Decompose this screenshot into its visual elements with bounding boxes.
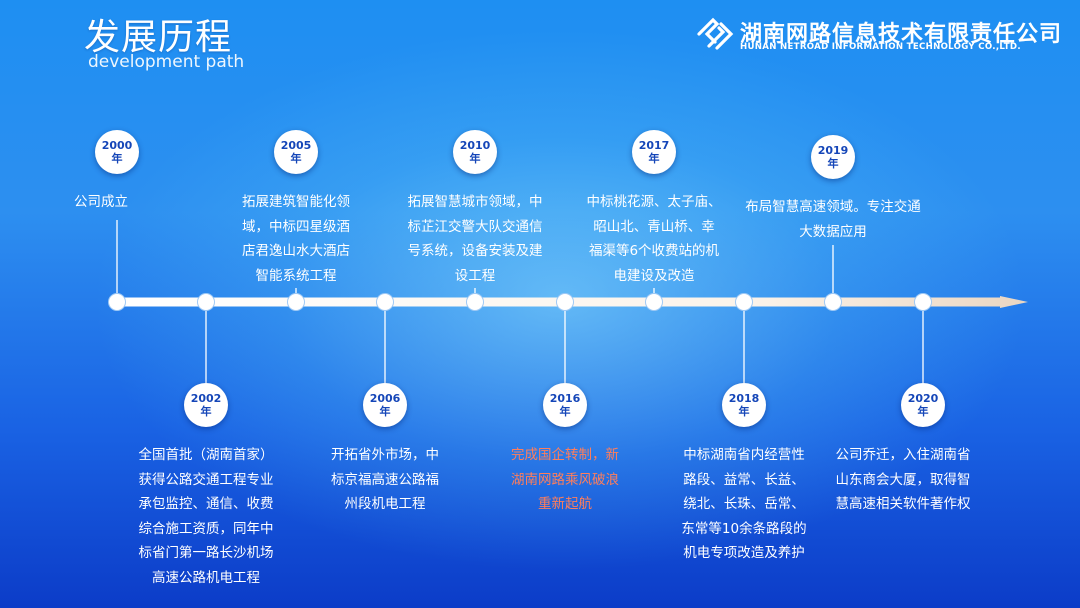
milestone-dot — [108, 293, 126, 311]
badge-year: 2005 — [280, 139, 312, 152]
milestone-text-2002: 全国首批（湖南首家） 获得公路交通工程专业 承包监控、通信、收费 综合施工资质，… — [138, 447, 274, 586]
badge-year: 2019 — [817, 144, 849, 157]
milestone-text-2020: 公司乔迁，入住湖南省 山东商会大厦，取得智 慧高速相关软件著作权 — [835, 447, 971, 512]
company-name-en: HUNAN NETROAD INFORMATION TECHNOLOGY CO.… — [740, 42, 1021, 52]
badge-year: 2002 — [190, 392, 222, 405]
badge-year: 2010 — [459, 139, 491, 152]
badge-year: 2020 — [907, 392, 939, 405]
page-title: 发展历程 — [84, 17, 233, 58]
milestone-text-2006: 开拓省外市场，中 标京福高速公路福 州段机电工程 — [331, 447, 439, 512]
milestone-text-2000: 公司成立 — [74, 194, 128, 210]
milestone-dot — [466, 293, 484, 311]
milestone-dot — [645, 293, 663, 311]
milestone-text-2016: 完成国企转制，新 湖南网路乘风破浪 重新起航 — [511, 447, 619, 512]
milestone-dot — [914, 293, 932, 311]
badge-unit: 年 — [200, 405, 212, 418]
company-logo-icon — [697, 17, 734, 50]
badge-unit: 年 — [648, 152, 660, 165]
milestone-dot — [735, 293, 753, 311]
badge-unit: 年 — [469, 152, 481, 165]
page-subtitle: development path — [88, 52, 245, 72]
milestone-text-2017: 中标桃花源、太子庙、 昭山北、青山桥、幸 福渠等6个收费站的机 电建设及改造 — [586, 194, 722, 284]
milestone-text-2010: 拓展智慧城市领域，中 标芷江交警大队交通信 号系统，设备安装及建 设工程 — [407, 194, 543, 284]
badge-unit: 年 — [379, 405, 391, 418]
badge-unit: 年 — [917, 405, 929, 418]
milestone-dot — [197, 293, 215, 311]
badge-year: 2018 — [728, 392, 760, 405]
badge-year: 2016 — [549, 392, 581, 405]
badge-unit: 年 — [559, 405, 571, 418]
company-name: 湖南网路信息技术有限责任公司 — [740, 22, 1063, 47]
milestone-text-2005: 拓展建筑智能化领 域，中标四星级酒 店君逸山水大酒店 智能系统工程 — [242, 194, 350, 284]
milestone-text-2018: 中标湖南省内经营性 路段、益常、长益、 绕北、长珠、岳常、 东常等10余条路段的… — [681, 447, 807, 561]
milestone-dot — [287, 293, 305, 311]
badge-year: 2017 — [638, 139, 670, 152]
badge-unit: 年 — [738, 405, 750, 418]
badge-unit: 年 — [290, 152, 302, 165]
milestone-dot — [556, 293, 574, 311]
badge-unit: 年 — [827, 157, 839, 170]
badge-year: 2006 — [369, 392, 401, 405]
milestone-text-2019: 布局智慧高速领域。专注交通 大数据应用 — [745, 199, 921, 240]
milestone-dot — [376, 293, 394, 311]
milestone-dot — [824, 293, 842, 311]
badge-unit: 年 — [111, 152, 123, 165]
badge-year: 2000 — [101, 139, 133, 152]
